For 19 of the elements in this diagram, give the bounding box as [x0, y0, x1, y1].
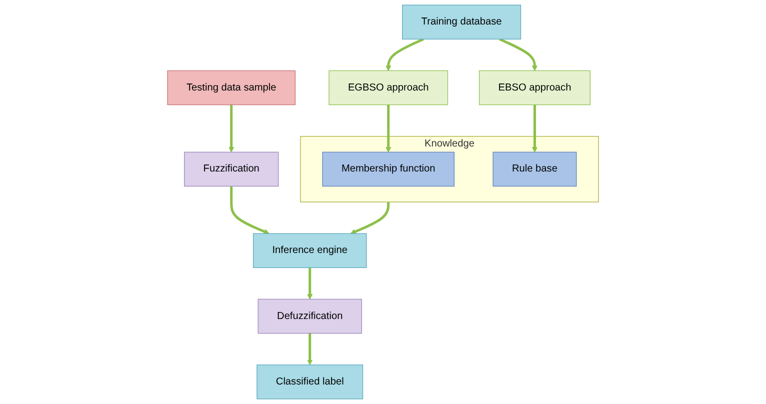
node-box: Membership function [322, 152, 454, 187]
node-box: Training database [402, 4, 522, 40]
arrow [307, 268, 313, 300]
node-box: Inference engine [253, 233, 367, 268]
arrow [532, 104, 538, 152]
node-box: Classified label [256, 364, 364, 400]
node-box: EBSO approach [478, 70, 590, 106]
arrow [499, 38, 538, 71]
arrow [307, 333, 313, 366]
arrow [386, 104, 392, 152]
node-box: EGBSO approach [328, 70, 448, 106]
node-box: Testing data sample [167, 70, 296, 106]
arrow [386, 38, 424, 71]
arrow [228, 104, 234, 152]
node-box: Defuzzification [258, 298, 362, 334]
arrow [230, 186, 270, 234]
node-box: Fuzzification [184, 152, 279, 187]
node-box: Rule base [492, 152, 577, 187]
arrow [350, 202, 390, 234]
